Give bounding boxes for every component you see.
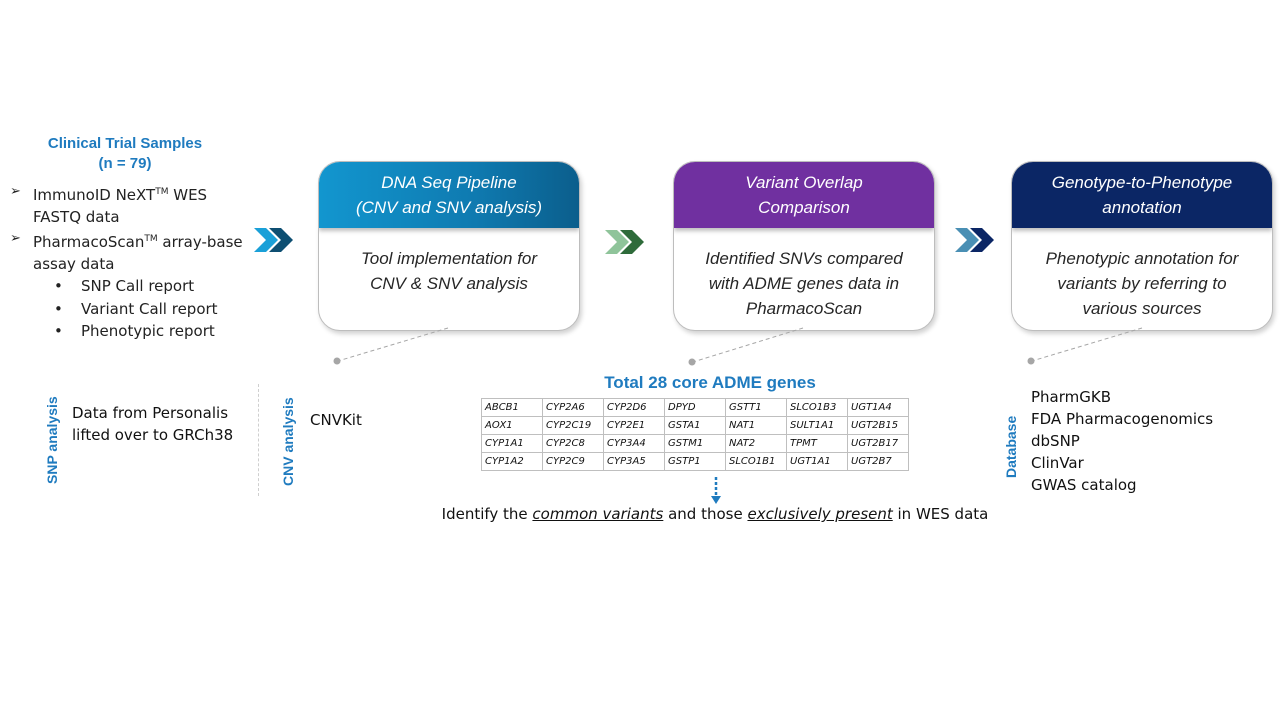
sample-source-item: ➢ PharmacoScanTM array-base assay data <box>10 228 255 275</box>
database-item: PharmGKB <box>1031 388 1112 406</box>
gene-cell: UGT1A4 <box>847 398 909 417</box>
report-item: •SNP Call report <box>10 275 255 298</box>
gene-cell: AOX1 <box>481 416 543 435</box>
gene-cell: GSTA1 <box>664 416 726 435</box>
stage-variant-overlap: Variant Overlap Comparison Identified SN… <box>673 161 935 331</box>
cnv-analysis-text: CNVKit <box>310 411 362 429</box>
gene-cell: SLCO1B1 <box>725 452 787 471</box>
sample-source-item: ➢ ImmunoID NeXTTM WES FASTQ data <box>10 181 255 228</box>
chevron-arrow-icon <box>605 230 644 254</box>
stage-genotype-phenotype: Genotype-to-Phenotype annotation Phenoty… <box>1011 161 1273 331</box>
gene-cell: CYP1A2 <box>481 452 543 471</box>
gene-cell: GSTM1 <box>664 434 726 453</box>
gene-cell: CYP2A6 <box>542 398 604 417</box>
gene-cell: CYP2C19 <box>542 416 604 435</box>
dotted-down-arrow-icon <box>711 477 721 504</box>
stage-header: Genotype-to-Phenotype annotation <box>1012 162 1272 228</box>
snp-analysis-text: Data from Personalis lifted over to GRCh… <box>72 404 234 444</box>
gene-cell: NAT2 <box>725 434 787 453</box>
bullet-icon: • <box>54 299 63 318</box>
gene-cell: CYP1A1 <box>481 434 543 453</box>
gene-cell: CYP3A5 <box>603 452 665 471</box>
dashed-connector <box>333 327 449 365</box>
stage-dna-seq-pipeline: DNA Seq Pipeline (CNV and SNV analysis) … <box>318 161 580 331</box>
samples-count: (n = 79) <box>98 155 152 172</box>
stage-header: Variant Overlap Comparison <box>674 162 934 228</box>
gene-cell: UGT2B7 <box>847 452 909 471</box>
genes-title: Total 28 core ADME genes <box>604 373 816 392</box>
gene-cell: TPMT <box>786 434 848 453</box>
samples-list: ➢ ImmunoID NeXTTM WES FASTQ data ➢ Pharm… <box>10 181 255 343</box>
gene-cell: GSTT1 <box>725 398 787 417</box>
gene-cell: CYP2C8 <box>542 434 604 453</box>
arrow-bullet-icon: ➢ <box>10 231 21 246</box>
bullet-icon: • <box>54 277 63 295</box>
database-item: dbSNP <box>1031 432 1080 450</box>
chevron-arrow-icon <box>254 228 293 252</box>
database-item: GWAS catalog <box>1031 476 1137 494</box>
connector-dot <box>688 358 696 366</box>
samples-title: Clinical Trial Samples (n = 79) <box>20 134 230 174</box>
database-list: PharmGKB FDA Pharmacogenomics dbSNP Clin… <box>1031 386 1213 496</box>
chevron-arrow-icon <box>955 228 994 252</box>
gene-cell: NAT1 <box>725 416 787 435</box>
emphasis-common-variants: common variants <box>532 505 664 523</box>
gene-cell: CYP2E1 <box>603 416 665 435</box>
stage-description: Tool implementation for CNV & SNV analys… <box>360 249 538 293</box>
gene-cell: CYP2C9 <box>542 452 604 471</box>
gene-cell: UGT1A1 <box>786 452 848 471</box>
dashed-connector <box>1027 327 1143 365</box>
report-item: •Variant Call report <box>10 298 255 321</box>
gene-cell: UGT2B15 <box>847 416 909 435</box>
gene-cell: GSTP1 <box>664 452 726 471</box>
connector-dot <box>1027 357 1035 365</box>
arrow-bullet-icon: ➢ <box>10 184 21 199</box>
divider <box>258 384 259 496</box>
gene-cell: CYP2D6 <box>603 398 665 417</box>
database-item: FDA Pharmacogenomics <box>1031 410 1214 428</box>
samples-title-line1: Clinical Trial Samples <box>47 135 203 152</box>
stage-description: Phenotypic annotation for variants by re… <box>1045 249 1239 318</box>
bullet-icon: • <box>54 322 63 340</box>
conclusion-text: Identify the common variants and those e… <box>441 505 989 523</box>
stage-description: Identified SNVs compared with ADME genes… <box>705 249 903 318</box>
cnv-analysis-label: CNV analysis <box>280 397 296 486</box>
emphasis-exclusively-present: exclusively present <box>747 505 893 523</box>
report-item: •Phenotypic report <box>10 320 255 343</box>
gene-cell: DPYD <box>664 398 726 417</box>
snp-analysis-label: SNP analysis <box>44 396 60 484</box>
gene-cell: UGT2B17 <box>847 434 909 453</box>
gene-cell: SULT1A1 <box>786 416 848 435</box>
gene-cell: CYP3A4 <box>603 434 665 453</box>
database-item: ClinVar <box>1031 454 1084 472</box>
connector-dot <box>333 357 341 365</box>
gene-cell: ABCB1 <box>481 398 543 417</box>
database-label: Database <box>1003 415 1019 478</box>
gene-cell: SLCO1B3 <box>786 398 848 417</box>
stage-header: DNA Seq Pipeline (CNV and SNV analysis) <box>319 162 579 228</box>
dashed-connector <box>688 327 804 366</box>
